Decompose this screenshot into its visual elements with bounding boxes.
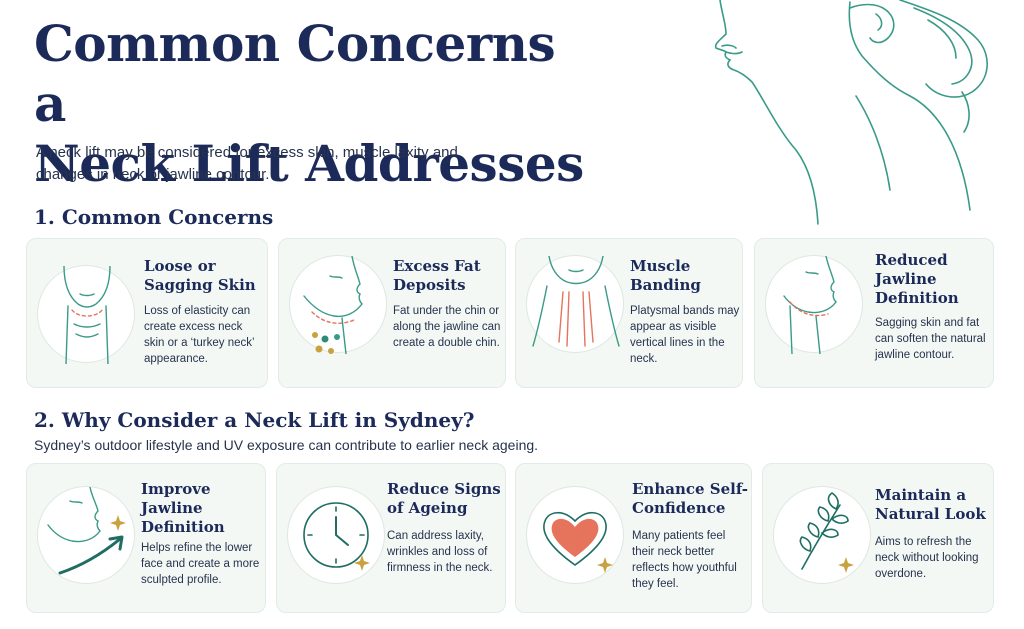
neck-skin-icon <box>37 265 135 364</box>
card-title: Loose or Sagging Skin <box>144 257 256 294</box>
card-title: Maintain a Natural Look <box>875 486 986 523</box>
card-description: Sagging skin and fat can soften the natu… <box>875 317 986 361</box>
card-reduce-ageing: Reduce Signs of Ageing Can address laxit… <box>276 463 506 613</box>
card-description: Platysmal bands may appear as visible ve… <box>630 305 740 365</box>
card-loose-skin: Loose or Sagging Skin Loss of elasticity… <box>26 238 268 388</box>
section-2-heading: 2. Why Consider a Neck Lift in Sydney? <box>34 408 475 432</box>
double-chin-icon <box>289 255 387 354</box>
section-2-subtitle: Sydney’s outdoor lifestyle and UV exposu… <box>34 437 539 453</box>
face-profile-illustration <box>714 0 988 225</box>
jawline-profile-icon <box>765 255 863 354</box>
title-line-1: Common Concerns a <box>34 14 556 133</box>
intro-text: A neck lift may be considered for excess… <box>36 144 458 183</box>
card-description: Can address laxity, wrinkles and loss of… <box>387 530 493 574</box>
card-title: Improve Jawline Definition <box>141 480 225 536</box>
card-description: Aims to refresh the neck without looking… <box>875 536 979 580</box>
platysmal-bands-icon <box>526 255 624 353</box>
card-description: Helps refine the lower face and create a… <box>141 542 260 586</box>
card-title: Reduce Signs of Ageing <box>387 480 501 517</box>
heart-icon <box>526 486 624 584</box>
fat-dots-icon <box>312 332 340 354</box>
card-description: Many patients feel their neck better ref… <box>632 530 737 590</box>
card-title: Enhance Self-Confidence <box>632 480 748 517</box>
leaf-branch-icon <box>773 486 871 584</box>
card-improve-jawline: Improve Jawline Definition Helps refine … <box>26 463 266 613</box>
jawline-arrow-icon <box>37 486 135 584</box>
page-title: Common Concerns a Neck Lift Addresses <box>34 14 594 194</box>
clock-icon <box>287 486 385 584</box>
card-title: Reduced Jawline Definition <box>875 251 959 307</box>
card-description: Fat under the chin or along the jawline … <box>393 305 501 349</box>
card-natural-look: Maintain a Natural Look Aims to refresh … <box>762 463 994 613</box>
card-title: Excess Fat Deposits <box>393 257 481 294</box>
section-1-heading: 1. Common Concerns <box>34 205 274 229</box>
card-jawline: Reduced Jawline Definition Sagging skin … <box>754 238 994 388</box>
card-fat-deposits: Excess Fat Deposits Fat under the chin o… <box>278 238 506 388</box>
card-description: Loss of elasticity can create excess nec… <box>144 305 255 365</box>
card-self-confidence: Enhance Self-Confidence Many patients fe… <box>515 463 752 613</box>
card-title: Muscle Banding <box>630 257 701 294</box>
title-line-2: Neck Lift Addresses <box>34 134 584 193</box>
card-muscle-banding: Muscle Banding Platysmal bands may appea… <box>515 238 743 388</box>
